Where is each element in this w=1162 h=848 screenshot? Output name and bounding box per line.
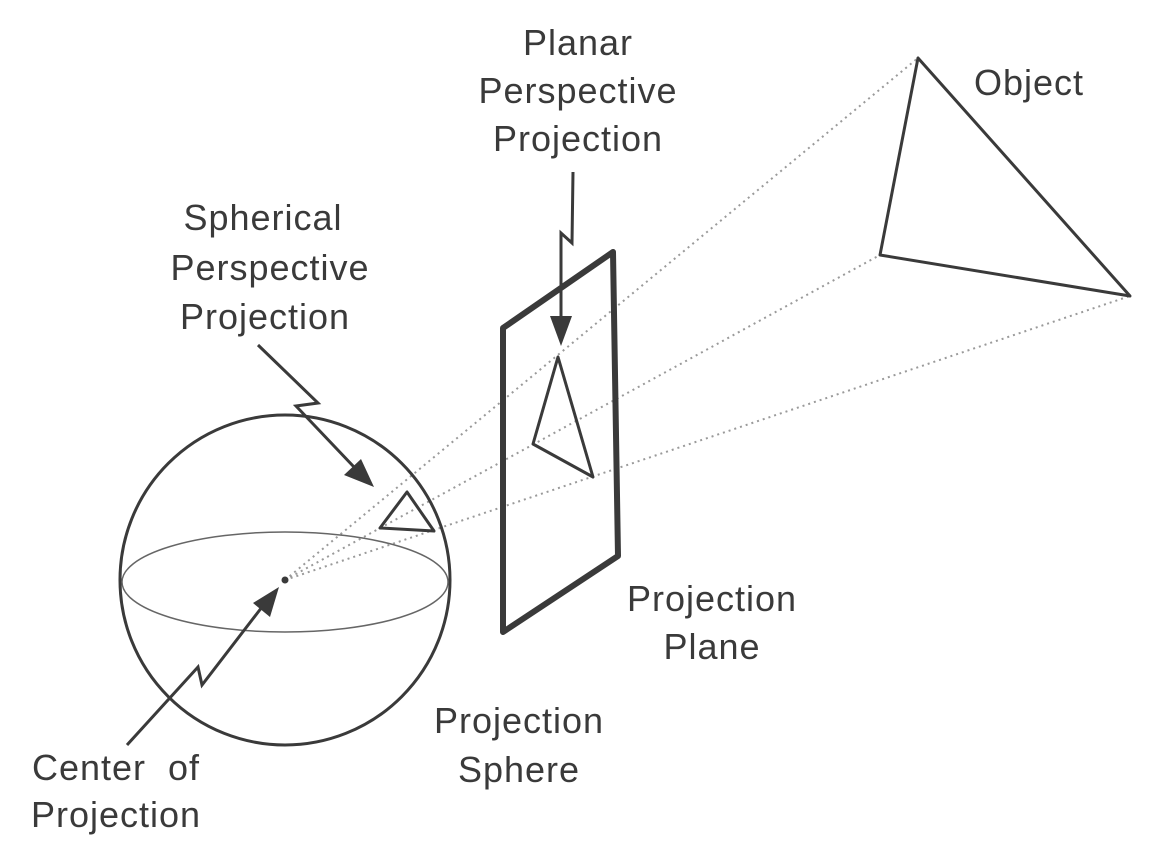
spherical-pointer-line [256, 343, 356, 469]
plane-label-line2: Plane [663, 626, 760, 667]
sphere-label-line2: Sphere [458, 749, 580, 790]
sphere-label-line1: Projection [434, 700, 604, 741]
plane-outline [500, 249, 621, 635]
spherical-label-line2: Perspective [170, 247, 369, 288]
labels: Object Planar Perspective Projection Sph… [31, 22, 1084, 835]
object-label: Object [974, 62, 1084, 103]
spherical-projected-triangle [378, 490, 436, 533]
spherical-arrowhead [344, 459, 374, 487]
planar-label-line2: Perspective [478, 70, 677, 111]
planar-label-line1: Planar [523, 22, 633, 63]
sphere-outline [118, 413, 452, 747]
center-pointer-line [125, 606, 264, 747]
projection-rays [284, 57, 1131, 581]
object-triangle [878, 56, 1132, 298]
spherical-label-line1: Spherical [183, 197, 342, 238]
planar-pointer-line [559, 171, 575, 318]
plane-label-line1: Projection [627, 578, 797, 619]
pointer-arrows [125, 171, 575, 747]
center-of-projection-point [281, 576, 289, 584]
center-arrowhead [253, 587, 279, 617]
spherical-label-line3: Projection [180, 296, 350, 337]
projection-ray-left [284, 254, 881, 581]
sphere-equator [121, 531, 449, 633]
projection-sphere [118, 413, 452, 747]
projection-ray-right [284, 295, 1131, 581]
projection-plane [500, 249, 621, 635]
center-label-line1: Center of [32, 747, 200, 788]
planar-arrowhead [550, 316, 572, 346]
planar-label-line3: Projection [493, 118, 663, 159]
center-label-line2: Projection [31, 794, 201, 835]
planar-projected-triangle [531, 355, 595, 479]
